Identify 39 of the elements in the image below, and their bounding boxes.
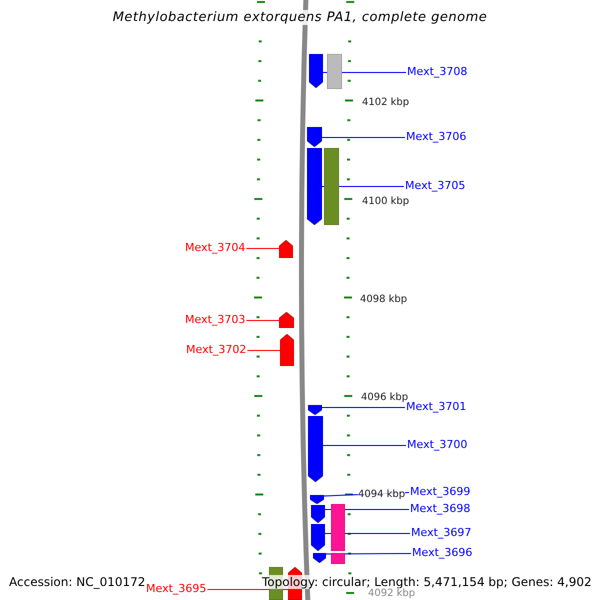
gene-label: Mext_3703: [185, 313, 246, 326]
leader-line: [322, 445, 406, 446]
leader-line: [322, 137, 406, 138]
leader-line: [246, 320, 280, 321]
scale-label: 4092 kbp: [368, 588, 416, 599]
gene-label: Mext_3705: [405, 179, 466, 192]
feature-bar: [331, 553, 345, 564]
feature-bar: [331, 504, 345, 551]
feature-bar: [327, 54, 342, 89]
gene-feature: [279, 312, 294, 328]
info-text: Accession: NC_010172: [9, 575, 146, 589]
gene-feature: [280, 334, 294, 366]
gene-label: Mext_3696: [412, 546, 472, 559]
gene-label: Mext_3701: [406, 400, 466, 413]
gene-label: Mext_3698: [410, 502, 470, 515]
feature-bar: [324, 148, 339, 225]
gene-feature: [313, 553, 326, 563]
leader-line: [246, 350, 280, 351]
gene-feature: [311, 524, 325, 551]
gene-label: Mext_3706: [406, 130, 466, 143]
leader-line: [322, 407, 406, 408]
gene-label: Mext_3708: [407, 65, 468, 78]
gene-label: Mext_3695: [146, 582, 206, 595]
gene-label: Mext_3699: [410, 485, 470, 498]
scale-label: 4094 kbp: [358, 489, 406, 500]
scale-label: 4102 kbp: [362, 97, 410, 108]
scale-label: 4096 kbp: [361, 392, 408, 403]
scale-label: 4100 kbp: [362, 196, 410, 207]
gene-feature: [279, 240, 293, 258]
gene-feature: [307, 127, 322, 147]
gene-label: Mext_3697: [411, 526, 472, 539]
gene-label: Mext_3702: [186, 343, 246, 356]
info-text: Topology: circular; Length: 5,471,154 bp; Genes: 4,902: [262, 575, 592, 589]
gene-label: Mext_3700: [407, 438, 468, 451]
leader-line: [326, 553, 412, 554]
gene-feature: [309, 54, 323, 88]
leader-line: [246, 248, 280, 249]
scale-label: 4098 kbp: [360, 294, 408, 305]
gene-label: Mext_3704: [185, 241, 246, 254]
